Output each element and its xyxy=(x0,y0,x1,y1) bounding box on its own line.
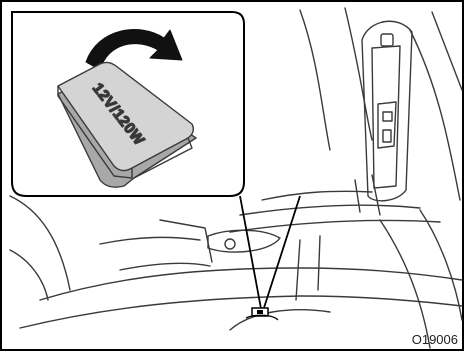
figure-code: O19006 xyxy=(412,332,458,347)
